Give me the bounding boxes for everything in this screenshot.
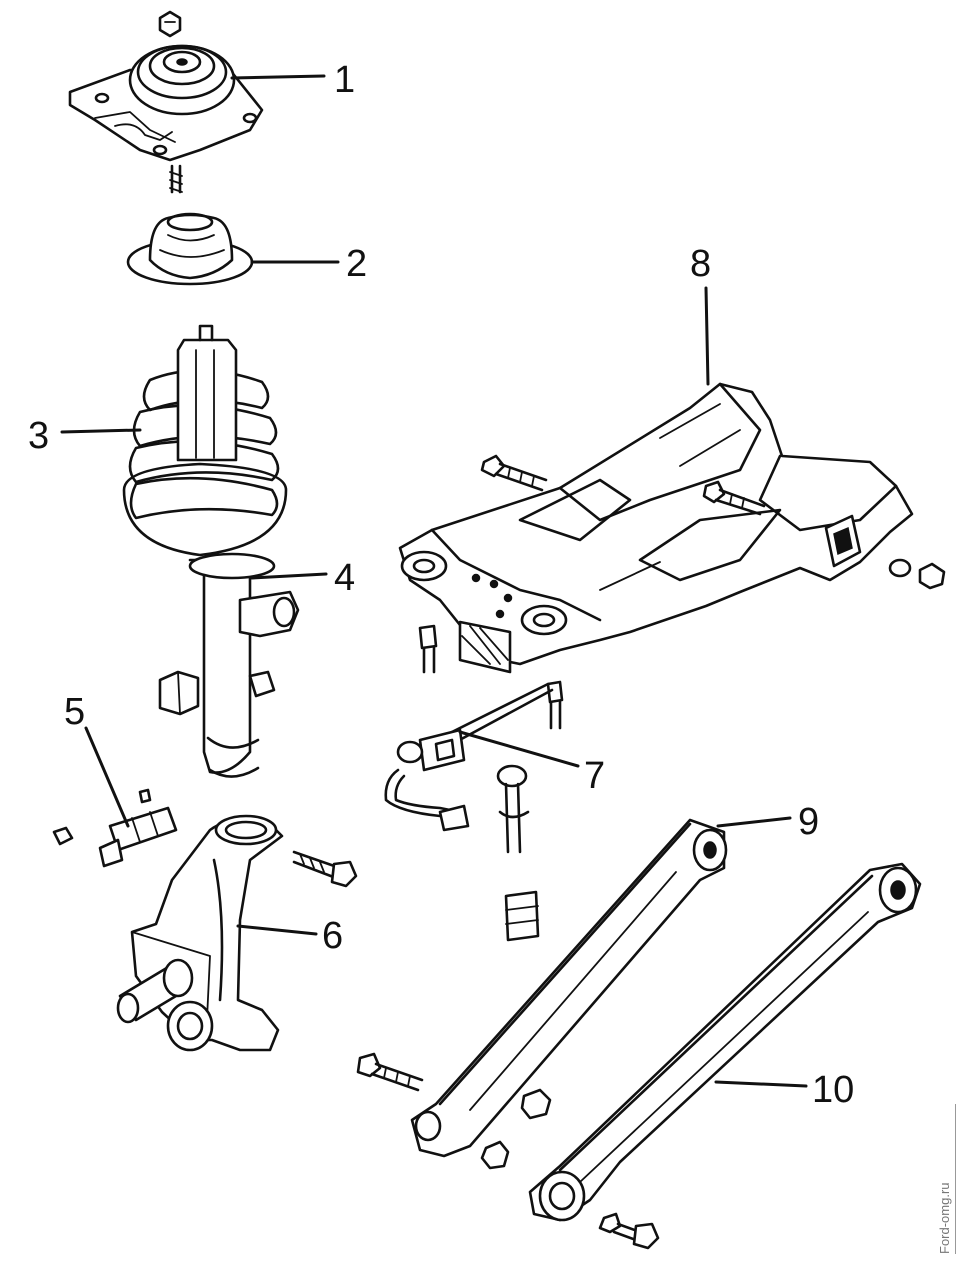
watermark-text: Ford-omg.ru [935,1104,956,1254]
callout-9: 9 [716,801,819,843]
svg-text:4: 4 [334,557,355,599]
svg-text:9: 9 [798,801,819,843]
svg-text:8: 8 [690,243,711,285]
part-9-lower-arm [356,818,728,1170]
callout-8: 8 [690,243,711,386]
part-6-steering-knuckle [116,814,358,1052]
part-8-subframe [398,382,946,730]
part-7-stabilizer-bar [384,682,554,942]
part-2-dust-cover [126,212,254,286]
callout-1: 1 [230,59,355,101]
callout-3: 3 [28,415,142,457]
svg-text:1: 1 [334,59,355,101]
part-5-abs-sensor [52,788,178,868]
part-3-coil-spring [122,324,288,557]
callout-2: 2 [250,243,367,285]
svg-text:3: 3 [28,415,49,457]
svg-text:5: 5 [64,691,85,733]
part-4-strut-body [158,552,300,778]
callout-10: 10 [714,1069,854,1111]
callout-4: 4 [250,557,355,599]
callout-5: 5 [64,691,130,828]
callout-7: 7 [458,730,605,797]
svg-text:10: 10 [812,1069,854,1111]
svg-text:7: 7 [584,755,605,797]
part-10-lower-arm-rear [528,862,922,1250]
callout-6: 6 [236,915,343,957]
svg-text:6: 6 [322,915,343,957]
part-1-strut-top-mount [68,10,264,194]
svg-text:2: 2 [346,243,367,285]
